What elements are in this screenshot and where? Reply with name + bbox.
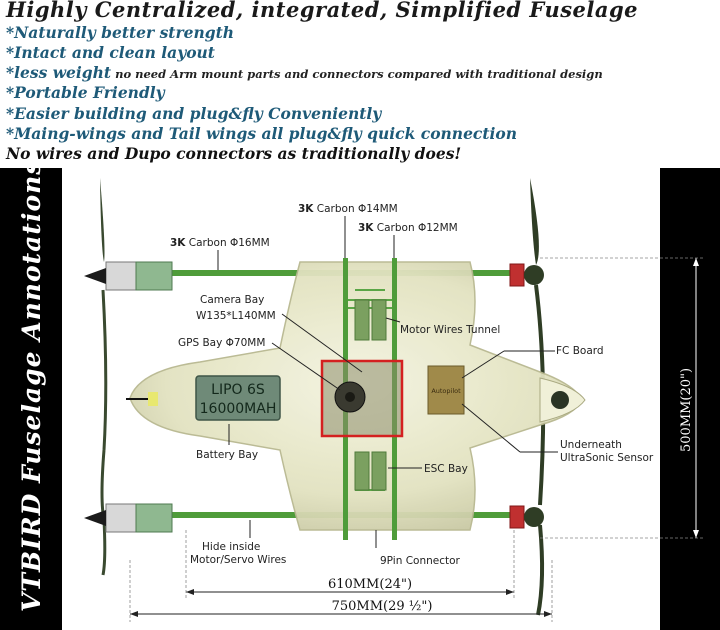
feature-weight: *less weight no need Arm mount parts and… <box>6 63 603 82</box>
carbon-12-grade: 3K <box>358 222 374 234</box>
fc-label: Autopilot <box>431 387 461 395</box>
feature-quick-connect: *Maing-wings and Tail wings all plug&fly… <box>6 124 517 143</box>
right-motor-top <box>509 263 544 287</box>
dimension-500: 500MM(20") <box>540 257 704 539</box>
front-light <box>148 392 158 406</box>
left-motor-bottom <box>84 503 173 533</box>
wire-tunnel <box>348 289 392 491</box>
feature-text: *Easier building and plug&fly Convenient… <box>6 104 382 123</box>
ultrasonic-label-2: UltraSonic Sensor <box>560 452 654 464</box>
hide-wires-label-1: Hide inside <box>202 541 260 553</box>
callout-carbon-12: 3K Carbon Φ12MM <box>358 222 458 258</box>
dimension-750: 750MM(29 ½") <box>129 560 553 622</box>
carbon-14-grade: 3K <box>298 203 314 215</box>
gps-center <box>345 392 355 402</box>
feature-text: *Naturally better strength <box>6 23 235 42</box>
callout-carbon-16: 3K Carbon Φ16MM <box>170 237 270 270</box>
headline: Highly Centralized, integrated, Simplifi… <box>6 0 639 22</box>
callout-gps-bay: GPS Bay Φ70MM <box>178 337 341 391</box>
feature-building: *Easier building and plug&fly Convenient… <box>6 104 381 123</box>
battery-line-1: LIPO 6S <box>211 382 265 398</box>
callout-fc-board: FC Board <box>461 345 604 379</box>
feature-text: *less weight <box>6 63 112 82</box>
callout-motor-tunnel: Motor Wires Tunnel <box>385 317 500 336</box>
callout-carbon-14: 3K Carbon Φ14MM <box>298 203 398 258</box>
pin-connector-label: 9Pin Connector <box>380 555 461 567</box>
gps-bay-label: GPS Bay Φ70MM <box>178 337 265 349</box>
battery-pack <box>195 375 281 421</box>
dimension-610: 610MM(24") <box>185 530 515 600</box>
camera-bay-highlight <box>320 359 404 438</box>
carbon-16-grade: 3K <box>170 237 186 249</box>
feature-portable: *Portable Friendly <box>6 83 165 102</box>
feature-layout: *Intact and clean layout <box>6 43 215 62</box>
feature-strength: *Naturally better strength <box>6 23 234 42</box>
esc-top <box>354 299 387 341</box>
callout-camera-bay: Camera Bay W135*L140MM <box>196 294 363 373</box>
battery-bay-label: Battery Bay <box>196 449 258 461</box>
dim-610-label: 610MM(24") <box>328 577 412 592</box>
carbon-16-desc: Carbon Φ16MM <box>185 237 269 249</box>
feature-text: *Intact and clean layout <box>6 43 215 62</box>
camera-bay-size: W135*L140MM <box>196 310 276 322</box>
dim-750-label: 750MM(29 ½") <box>332 599 433 614</box>
left-motor-top <box>84 261 173 291</box>
hide-wires-label-2: Motor/Servo Wires <box>190 554 286 566</box>
right-motor-bottom <box>509 505 544 529</box>
carbon-12-desc: Carbon Φ12MM <box>373 222 457 234</box>
left-title-panel <box>0 168 62 630</box>
right-dimension-panel <box>660 168 720 630</box>
callout-carbon-14-label: 3K Carbon Φ14MM <box>298 203 398 215</box>
feature-note: no need Arm mount parts and connectors c… <box>111 67 603 81</box>
side-title: VTBIRD Fuselage Annotations <box>17 160 46 612</box>
motor-tunnel-label: Motor Wires Tunnel <box>400 324 500 336</box>
esc-bottom <box>354 451 387 491</box>
fc-board-label: FC Board <box>556 345 604 357</box>
fc-board <box>427 365 465 415</box>
callout-battery-bay: Battery Bay <box>196 424 258 461</box>
ultrasonic-label-1: Underneath <box>560 439 622 451</box>
callout-hide-wires: Hide inside Motor/Servo Wires <box>190 520 286 566</box>
camera-bay-label: Camera Bay <box>200 294 264 306</box>
callout-carbon-16-label: 3K Carbon Φ16MM <box>170 237 270 249</box>
callout-9pin: 9Pin Connector <box>375 530 461 567</box>
callout-esc-bay: ESC Bay <box>388 463 468 475</box>
dim-500-label: 500MM(20") <box>679 368 694 452</box>
feature-text: *Portable Friendly <box>6 83 165 102</box>
callout-carbon-12-label: 3K Carbon Φ12MM <box>358 222 458 234</box>
carbon-14-desc: Carbon Φ14MM <box>313 203 397 215</box>
feature-text: No wires and Dupo connectors as traditio… <box>6 144 462 163</box>
callout-ultrasonic: Underneath UltraSonic Sensor <box>461 403 654 464</box>
feature-text: *Maing-wings and Tail wings all plug&fly… <box>6 124 518 143</box>
esc-bay-label: ESC Bay <box>424 463 468 475</box>
battery-line-2: 16000MAH <box>200 401 277 417</box>
left-wing-propeller-top <box>100 178 108 451</box>
nose-hub <box>551 391 569 409</box>
feature-no-wires: No wires and Dupo connectors as traditio… <box>6 144 461 163</box>
